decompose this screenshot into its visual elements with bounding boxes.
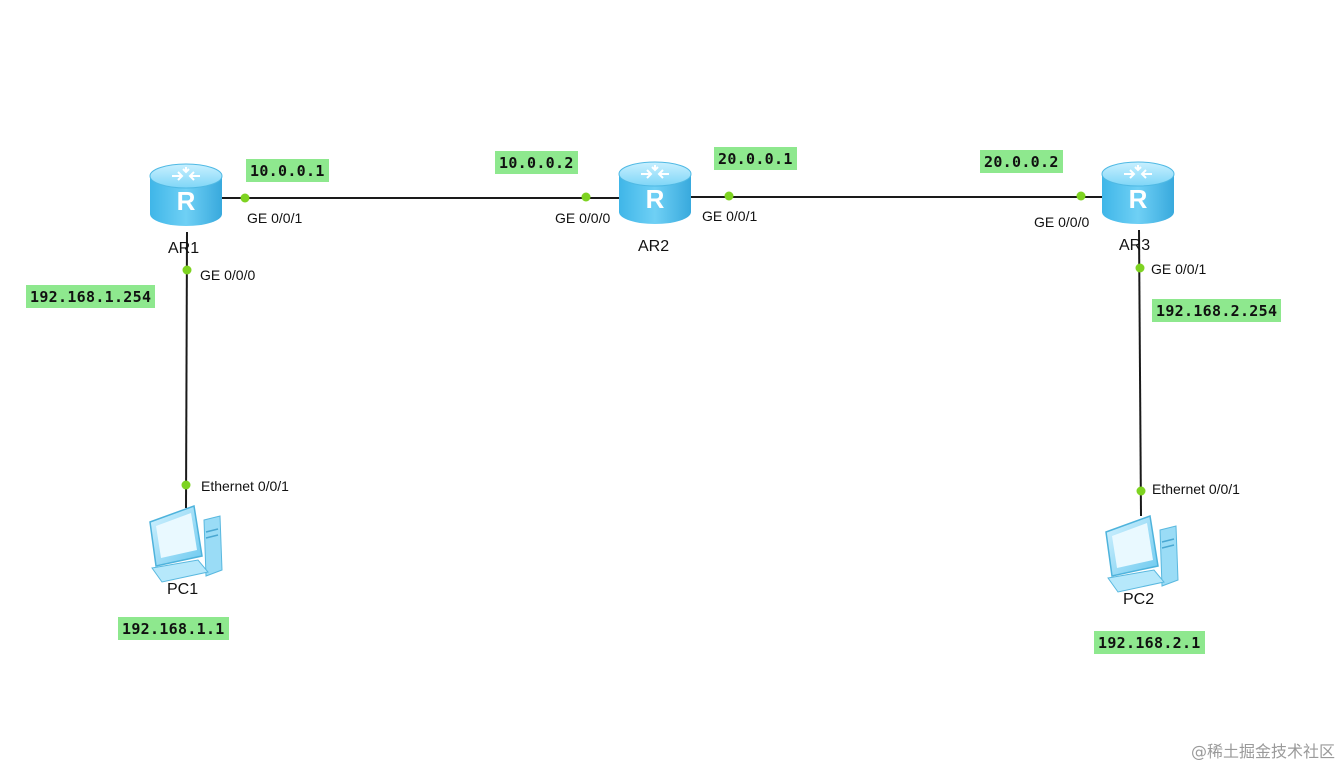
device-name-ar2: AR2: [638, 238, 670, 255]
port-label-ar3-ge000: GE 0/0/0: [1034, 214, 1090, 230]
link-ar1-pc1[interactable]: [185, 231, 188, 509]
router-icon[interactable]: [618, 161, 692, 225]
port-dot[interactable]: [182, 265, 192, 275]
port-label-ar2-ge000: GE 0/0/0: [555, 210, 611, 226]
device-name-ar1: AR1: [168, 240, 200, 257]
ip-label-pc2: 192.168.2.1: [1094, 631, 1205, 654]
port-dot[interactable]: [240, 193, 250, 203]
port-label-ar1-ge001: GE 0/0/1: [247, 210, 303, 226]
ip-label-ar1-ge000: 192.168.1.254: [26, 285, 156, 308]
router-icon[interactable]: [1101, 161, 1175, 225]
port-label-pc1-eth: Ethernet 0/0/1: [201, 478, 289, 494]
port-dot[interactable]: [1136, 486, 1146, 496]
watermark: @稀土掘金技术社区: [1190, 742, 1335, 761]
device-name-pc1: PC1: [167, 581, 199, 598]
pc-icon[interactable]: [149, 505, 223, 583]
link-ar3-pc2[interactable]: [1138, 229, 1142, 517]
port-dot[interactable]: [581, 192, 591, 202]
ip-label-ar1-ge001: 10.0.0.1: [246, 159, 329, 182]
ip-label-ar2-ge000: 10.0.0.2: [495, 151, 578, 174]
port-label-ar1-ge000: GE 0/0/0: [200, 267, 256, 283]
device-name-ar3: AR3: [1119, 237, 1151, 254]
device-name-pc2: PC2: [1123, 591, 1155, 608]
port-dot[interactable]: [1076, 191, 1086, 201]
port-label-ar2-ge001: GE 0/0/1: [702, 208, 758, 224]
ip-label-pc1: 192.168.1.1: [118, 617, 229, 640]
ip-label-ar3-ge001: 192.168.2.254: [1152, 299, 1282, 322]
port-dot[interactable]: [1135, 263, 1145, 273]
ip-label-ar2-ge001: 20.0.0.1: [714, 147, 797, 170]
router-icon[interactable]: [149, 163, 223, 227]
port-label-pc2-eth: Ethernet 0/0/1: [1152, 481, 1240, 497]
ip-label-ar3-ge000: 20.0.0.2: [980, 150, 1063, 173]
port-label-ar3-ge001: GE 0/0/1: [1151, 261, 1207, 277]
pc-icon[interactable]: [1105, 515, 1179, 593]
port-dot[interactable]: [181, 480, 191, 490]
port-dot[interactable]: [724, 191, 734, 201]
